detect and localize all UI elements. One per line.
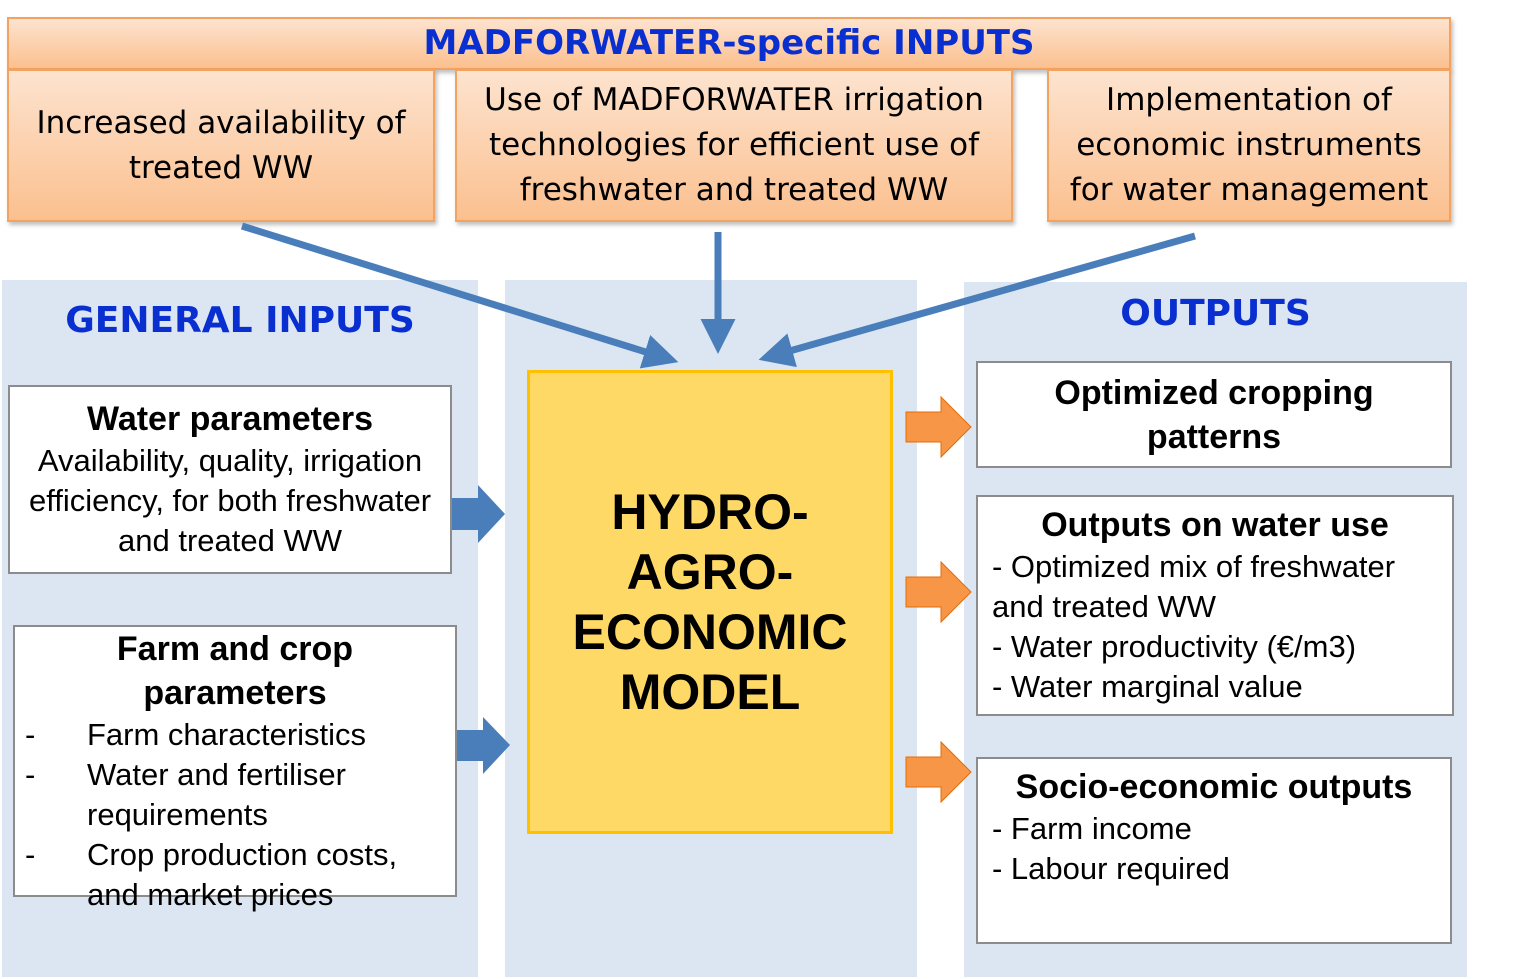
general-inputs-title: GENERAL INPUTS: [65, 300, 415, 341]
madforwater-input-1: Increased availability of treated WW: [7, 69, 435, 222]
list-item: -Water and fertiliser requirements: [25, 757, 346, 832]
farm-crop-box: Farm and crop parameters -Farm character…: [13, 625, 457, 912]
arrow-water-to-model: [452, 485, 505, 543]
socio-economic-box: Socio-economic outputs - Farm income - L…: [976, 757, 1452, 944]
water-parameters-box: Water parameters Availability, quality, …: [8, 385, 452, 574]
arrow-model-to-cropping: [905, 395, 972, 459]
arrow-model-to-water-use: [905, 560, 972, 624]
list-item: - Water productivity (€/m3): [992, 629, 1357, 664]
arrow-input3-to-model: [758, 232, 1196, 368]
madforwater-input-3: Implementation of economic instruments f…: [1047, 69, 1451, 222]
list-item: - Optimized mix of freshwater and treate…: [992, 549, 1396, 624]
model-label: HYDRO-AGRO-ECONOMIC MODEL: [572, 484, 848, 720]
madforwater-input-2: Use of MADFORWATER irrigation technologi…: [455, 69, 1013, 222]
input-text: Increased availability of treated WW: [36, 104, 406, 186]
water-parameters-text: Availability, quality, irrigation effici…: [28, 443, 432, 558]
farm-crop-title: Farm and crop parameters: [116, 630, 354, 712]
list-item: -Farm characteristics: [25, 717, 367, 752]
cropping-patterns-box: Optimized cropping patterns: [976, 361, 1452, 468]
socio-title: Socio-economic outputs: [1015, 768, 1413, 806]
list-item: -Crop production costs, and market price…: [25, 837, 398, 912]
arrow-model-to-socio: [905, 740, 972, 804]
water-use-title: Outputs on water use: [1041, 506, 1389, 544]
madforwater-title: MADFORWATER-specific INPUTS: [423, 23, 1035, 63]
arrow-input1-to-model: [240, 222, 679, 369]
arrow-farm-to-model: [457, 717, 510, 774]
input-text: Use of MADFORWATER irrigation technologi…: [484, 82, 984, 208]
hydro-agro-economic-model: HYDRO-AGRO-ECONOMIC MODEL: [527, 370, 893, 834]
outputs-title: OUTPUTS: [1120, 293, 1311, 334]
list-item: - Labour required: [992, 851, 1230, 886]
cropping-title: Optimized cropping patterns: [1054, 374, 1374, 456]
water-parameters-title: Water parameters: [87, 400, 373, 438]
list-item: - Farm income: [992, 811, 1192, 846]
water-use-box: Outputs on water use - Optimized mix of …: [976, 495, 1454, 716]
list-item: - Water marginal value: [992, 669, 1303, 704]
input-text: Implementation of economic instruments f…: [1069, 82, 1429, 208]
